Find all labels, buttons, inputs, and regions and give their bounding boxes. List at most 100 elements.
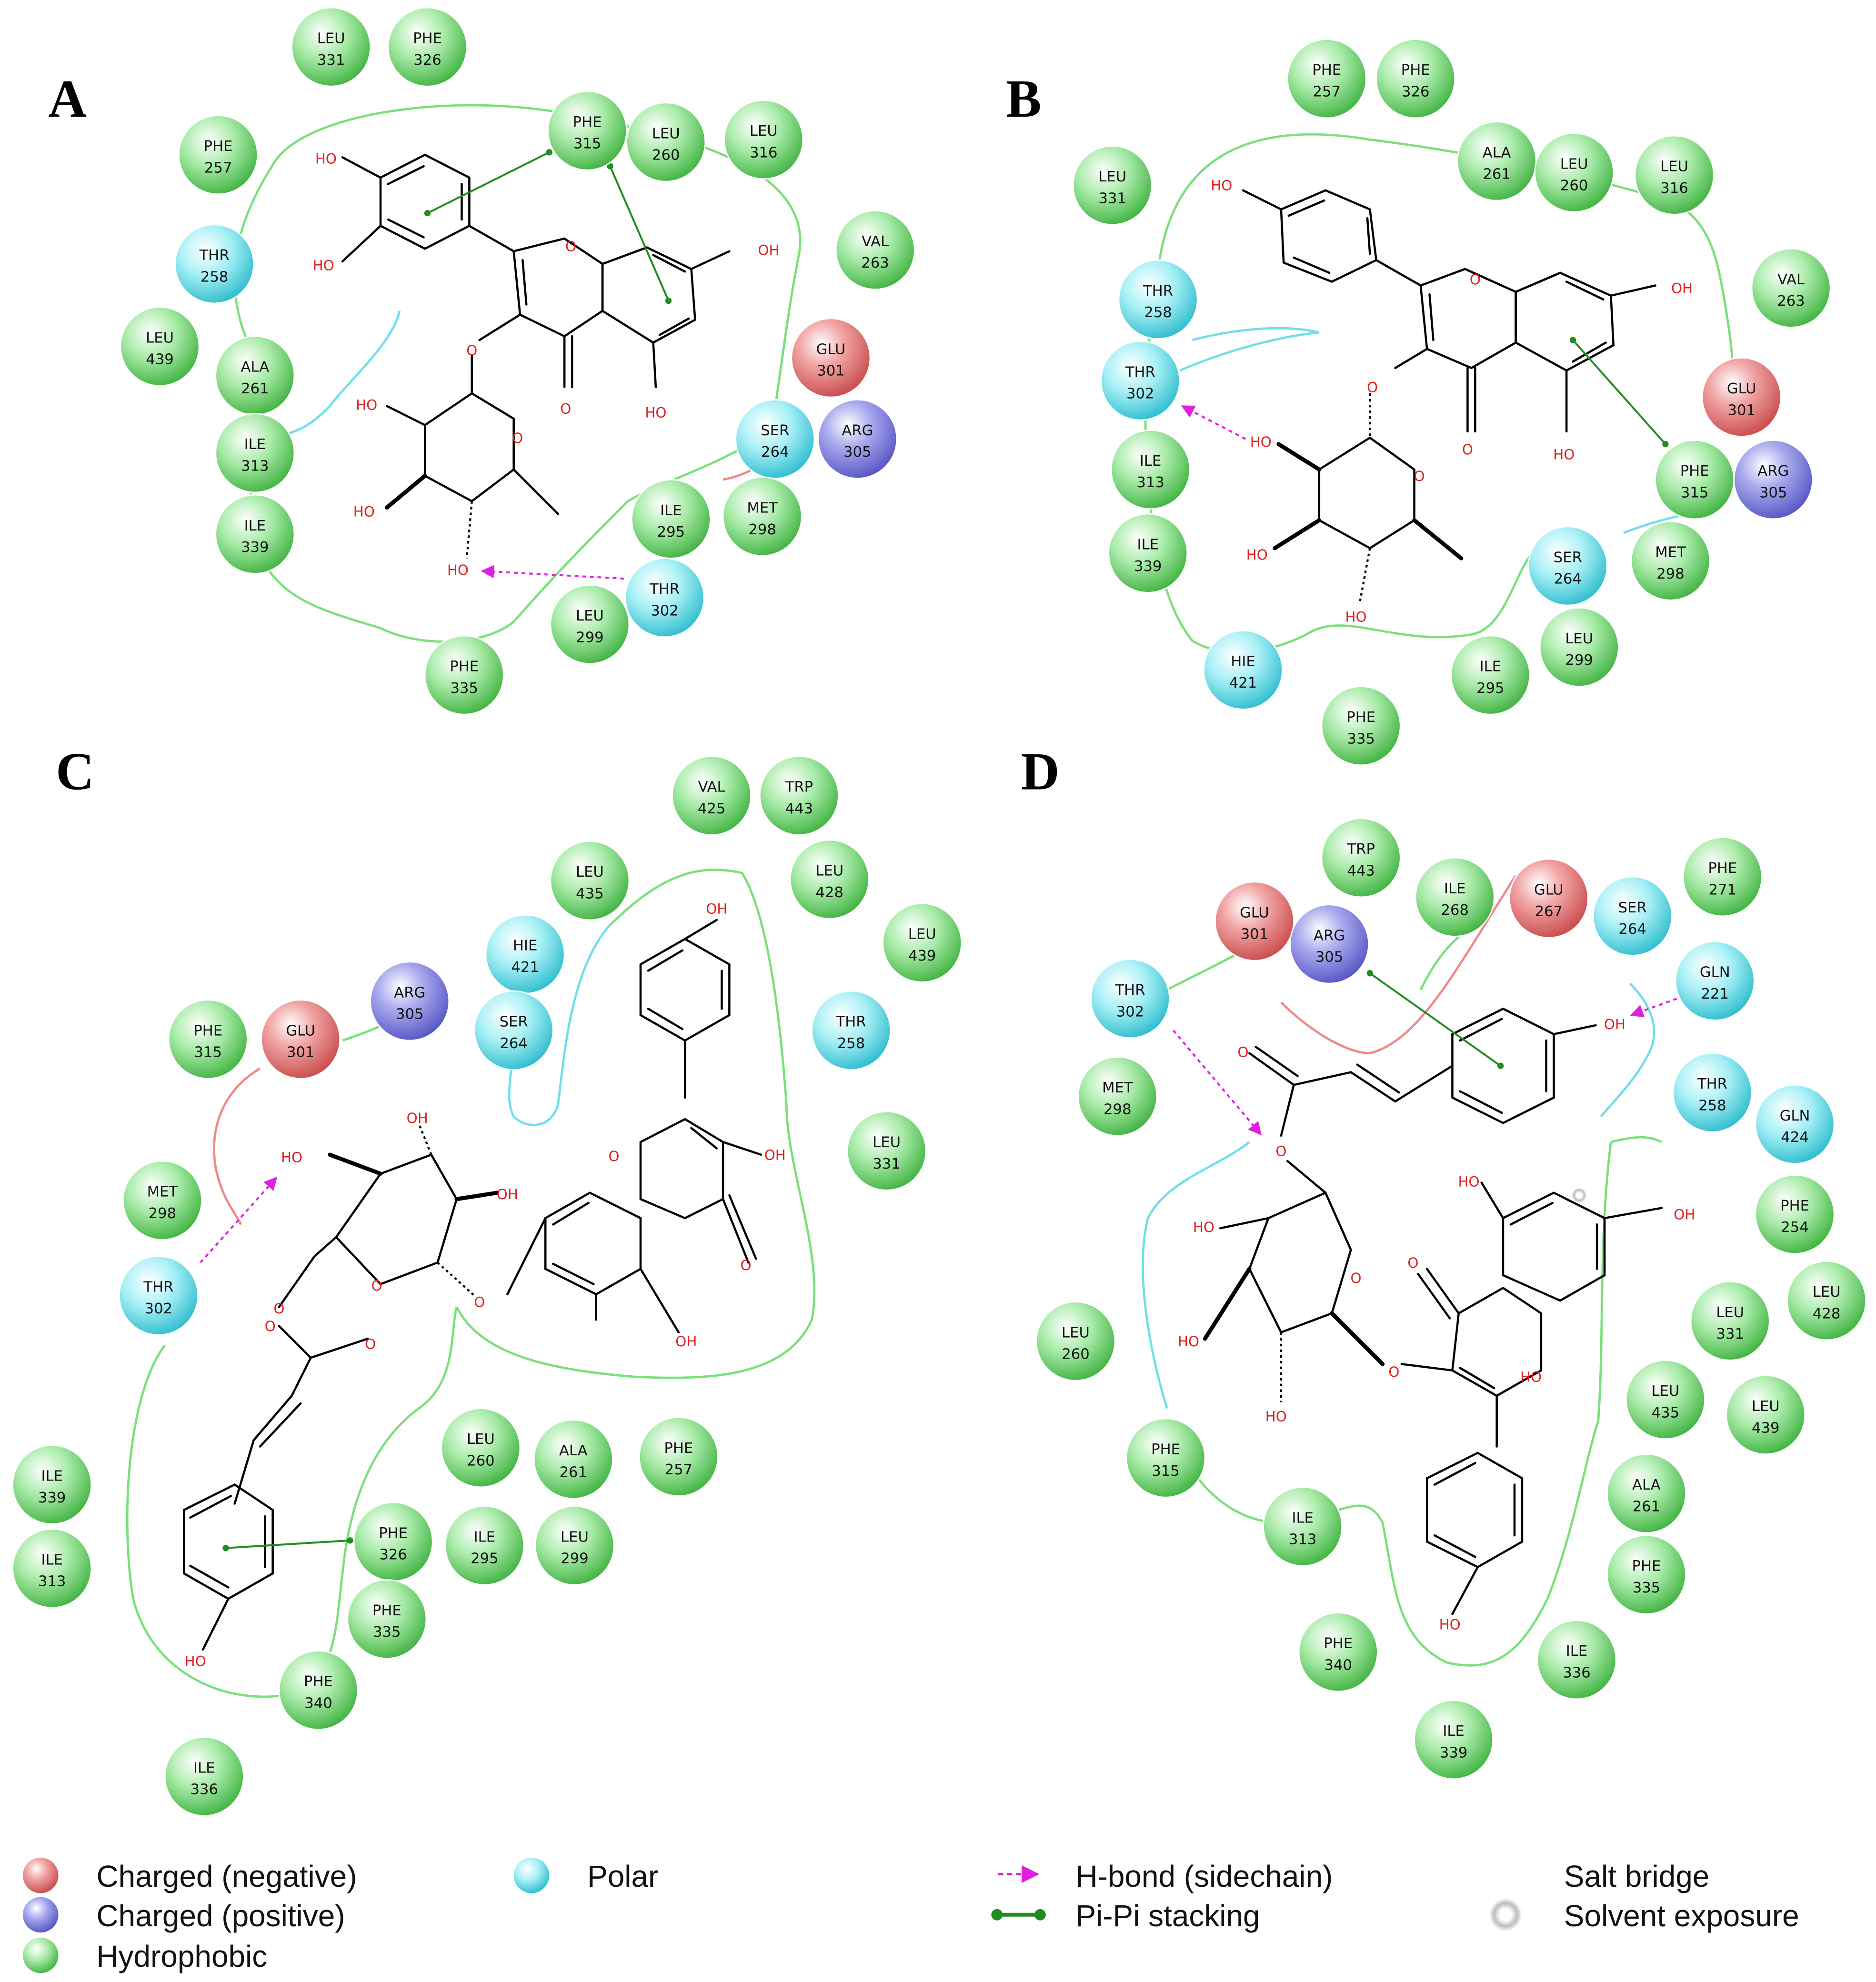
residue-number: 339 (1440, 1744, 1467, 1761)
residue-number: 439 (1752, 1420, 1779, 1436)
residue-name: PHE (1346, 709, 1375, 726)
residue-number: 443 (1347, 863, 1374, 880)
atom-label: OH (1671, 280, 1693, 297)
residue-leu-439: LEU 439 (1726, 1375, 1806, 1455)
residue-number: 435 (1652, 1404, 1679, 1421)
residue-bubble (1298, 1612, 1378, 1692)
residue-name: ILE (244, 436, 266, 453)
residue-name: ILE (41, 1468, 62, 1485)
atom-label: HO (185, 1653, 206, 1670)
residue-bubble (811, 990, 891, 1071)
residue-name: THR (1143, 283, 1173, 300)
atom-label: O (1407, 1255, 1418, 1271)
residue-name: LEU (1660, 159, 1688, 175)
residue-number: 331 (873, 1156, 900, 1172)
residue-number: 316 (1660, 180, 1688, 197)
residue-number: 315 (573, 136, 601, 152)
residue-bubble (441, 1408, 521, 1488)
residue-bubble (1077, 1056, 1158, 1137)
residue-bubble (1592, 876, 1673, 956)
residue-number: 260 (652, 147, 680, 164)
atom-label: O (1388, 1364, 1399, 1380)
residue-name: TRP (785, 779, 813, 796)
residue-bubble (12, 1444, 92, 1525)
atom-label: O (371, 1278, 382, 1294)
legend-marker-hydrophobic-icon (22, 1937, 59, 1973)
interaction-lines (1173, 970, 1677, 1203)
atom-label: HO (1246, 547, 1268, 563)
atom-label: HO (353, 503, 375, 520)
residue-bubble (1536, 1620, 1617, 1700)
residue-number: 339 (38, 1490, 66, 1506)
atom-label: HO (1458, 1173, 1480, 1190)
residue-name: PHE (1780, 1198, 1809, 1214)
legend-label: Solvent exposure (1564, 1899, 1799, 1933)
panel-letter: B (1006, 70, 1042, 129)
atom-label: HO (1520, 1369, 1542, 1385)
residue-number: 298 (149, 1205, 176, 1222)
residue-name: PHE (450, 659, 479, 675)
residue-name: THR (1125, 364, 1155, 380)
residue-name: THR (143, 1279, 173, 1295)
legend: Charged (negative) Charged (positive) Hy… (22, 1857, 1799, 1973)
residue-bubble (624, 558, 705, 638)
residue-name: PHE (379, 1525, 408, 1542)
residue-name: ILE (193, 1760, 215, 1776)
residue-name: PHE (1312, 62, 1341, 79)
residue-number: 263 (861, 255, 889, 271)
residue-name: LEU (1752, 1398, 1780, 1415)
residue-name: ILE (41, 1552, 62, 1568)
panel-letter: D (1021, 742, 1060, 801)
residue-number: 298 (1104, 1101, 1131, 1118)
residue-number: 257 (1313, 83, 1341, 100)
residue-bubble (370, 961, 450, 1041)
residue-bubble (1321, 686, 1401, 766)
residue-bubble (1675, 941, 1755, 1021)
residue-bubble (122, 1160, 202, 1241)
residue-bubble (1733, 440, 1814, 520)
residue-name: PHE (1324, 1635, 1353, 1652)
atom-label: HO (1193, 1219, 1214, 1235)
residue-name: ILE (1140, 453, 1161, 470)
residue-number: 315 (194, 1044, 222, 1061)
residue-number: 295 (471, 1551, 498, 1567)
atom-label: HO (356, 397, 377, 413)
atom-label: HO (1345, 609, 1367, 625)
residue-name: ILE (1480, 659, 1501, 675)
residue-number: 339 (241, 539, 269, 556)
residue-name: PHE (664, 1440, 693, 1457)
residue-bubble (550, 841, 630, 921)
residue-number: 335 (451, 680, 478, 697)
residue-name: LEU (815, 863, 843, 880)
residue-number: 257 (665, 1461, 692, 1478)
residue-number: 261 (241, 380, 269, 397)
legend-label: Pi-Pi stacking (1075, 1899, 1260, 1933)
atom-label: O (1367, 379, 1378, 395)
residue-bubble (1375, 39, 1456, 119)
residue-name: ALA (559, 1442, 588, 1459)
residue-name: LEU (1565, 631, 1593, 647)
